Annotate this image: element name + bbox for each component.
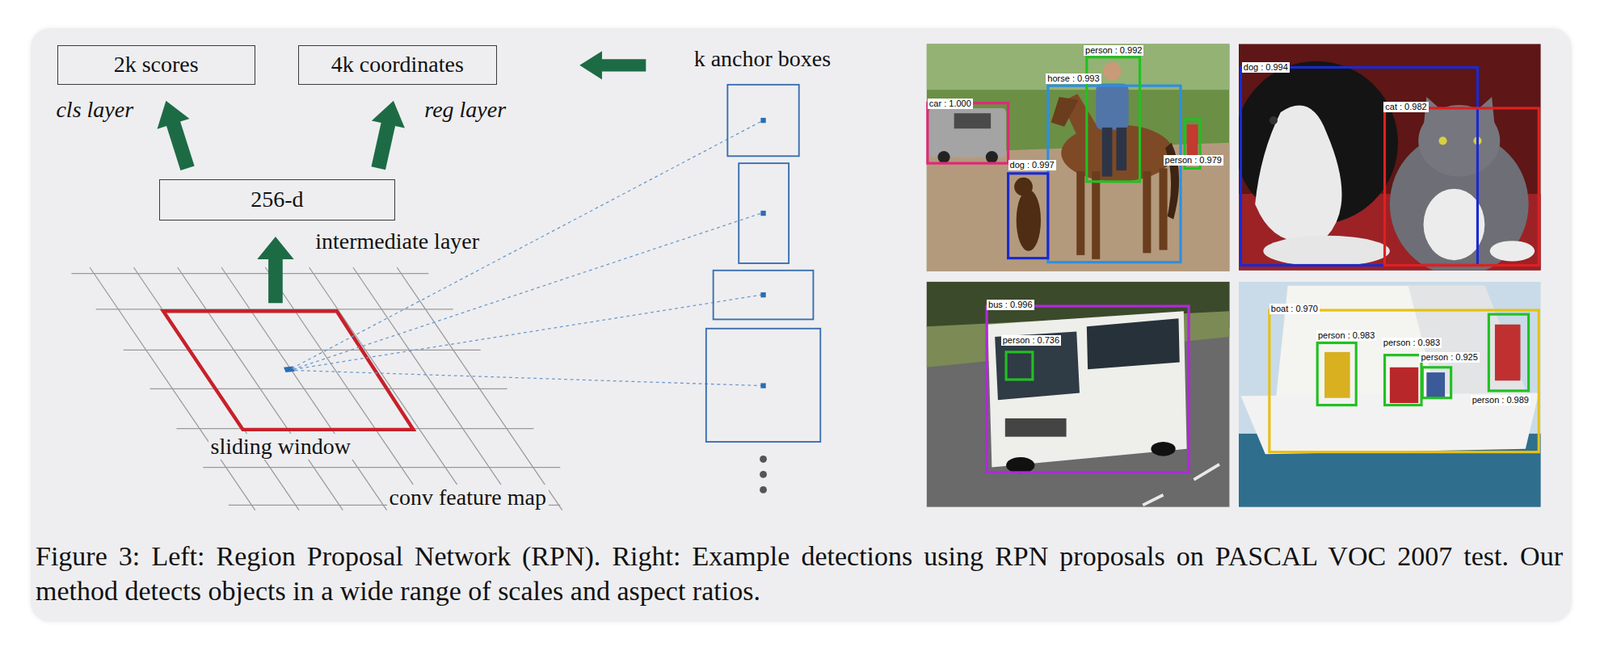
detection-box <box>1048 85 1181 263</box>
bus-window <box>1086 318 1180 370</box>
detection-label: dog : 0.994 <box>1242 62 1290 73</box>
horse <box>1076 171 1085 256</box>
detection-label: person : 0.925 <box>1418 352 1479 363</box>
anchor-center <box>760 117 766 123</box>
dog <box>1263 235 1390 267</box>
layer-box: 2k scores <box>57 45 256 85</box>
detection-box <box>1422 367 1451 399</box>
photo-bg <box>926 43 1230 272</box>
person <box>1324 352 1351 399</box>
detection-label: horse : 0.993 <box>1045 73 1101 85</box>
car-wheel <box>985 151 998 164</box>
dog-eye <box>1269 116 1278 125</box>
car <box>928 108 1007 158</box>
dog <box>1016 189 1041 252</box>
rider <box>1115 127 1127 171</box>
person <box>1389 367 1419 404</box>
horse <box>1091 171 1100 260</box>
rider <box>1095 84 1129 131</box>
detection-box <box>1269 310 1539 453</box>
detection-label: car : 1.000 <box>927 98 973 110</box>
horse <box>1158 168 1167 250</box>
block-arrow <box>256 236 294 304</box>
layer-name: cls layer <box>55 96 134 123</box>
block-arrow <box>157 101 195 171</box>
detection-box <box>927 103 1009 165</box>
anchor-leader <box>291 121 762 386</box>
anchor-box <box>706 328 821 443</box>
detection-label: bus : 0.996 <box>986 299 1034 311</box>
road <box>926 282 1230 508</box>
detection-box <box>1488 314 1529 392</box>
bus-window <box>994 332 1080 401</box>
layer-name: intermediate layer <box>315 228 480 255</box>
car-wheel <box>937 151 950 164</box>
cat <box>1490 240 1536 262</box>
anchor-center <box>760 383 766 388</box>
detection-box <box>1385 108 1540 266</box>
layer-box: 256-d <box>159 179 396 221</box>
person <box>1426 372 1445 399</box>
dog <box>1014 177 1033 197</box>
photo <box>1238 43 1542 270</box>
block-arrow <box>371 101 405 170</box>
anchor-center <box>760 292 766 298</box>
layer-name: reg layer <box>424 96 506 123</box>
detections <box>927 57 1539 473</box>
box-text: 4k coordinates <box>331 51 464 78</box>
bus-grille <box>1005 418 1067 438</box>
box-text: 256-d <box>250 186 304 213</box>
ellipsis-dot <box>759 455 767 464</box>
window-label: sliding window <box>208 433 354 460</box>
detection-box <box>1008 173 1049 259</box>
horse <box>1142 171 1151 253</box>
detection-label: cat : 0.982 <box>1383 101 1428 113</box>
photo <box>926 43 1230 272</box>
detection-box <box>1006 352 1033 380</box>
detection-label: person : 0.983 <box>1316 330 1377 342</box>
photo <box>1238 282 1542 508</box>
detection-label: person : 0.736 <box>1001 335 1062 346</box>
anchor-label: k anchor boxes <box>694 46 832 72</box>
road-mark <box>1142 464 1220 506</box>
car-window <box>954 113 991 129</box>
detection-label: dog : 0.997 <box>1008 160 1057 171</box>
photo-sky <box>926 43 1230 90</box>
detection-box <box>1385 355 1422 406</box>
cat <box>1423 189 1486 261</box>
bus-wheel <box>1150 442 1175 457</box>
detection-label: person : 0.992 <box>1083 45 1144 56</box>
ellipsis-dot <box>759 486 767 494</box>
map-label: conv feature map <box>387 484 549 511</box>
ellipsis-dot <box>759 471 767 479</box>
person <box>1494 324 1521 381</box>
cat-eye <box>1438 136 1447 145</box>
detection-box <box>986 306 1189 473</box>
figure-caption: Figure 3: Left: Region Proposal Network … <box>35 538 1563 609</box>
sky <box>1238 282 1542 508</box>
box-text: 2k scores <box>113 51 199 78</box>
anchor-box <box>727 84 799 156</box>
sliding-window <box>163 311 413 430</box>
bus <box>987 311 1187 468</box>
photo <box>926 282 1230 508</box>
horse <box>1051 96 1079 127</box>
layer-box: 4k coordinates <box>298 45 497 85</box>
dog <box>1254 105 1342 243</box>
detection-label: person : 0.983 <box>1381 337 1442 349</box>
block-arrow <box>579 50 646 80</box>
anchor-box <box>713 270 814 320</box>
detection-box <box>1241 67 1478 266</box>
detection-label: boat : 0.970 <box>1269 303 1320 315</box>
bus-wheel <box>1006 457 1035 474</box>
rider <box>1102 127 1113 177</box>
anchor-box <box>738 163 789 264</box>
detection-label: person : 0.989 <box>1470 395 1531 406</box>
feature-grid <box>71 267 562 511</box>
rider <box>1103 62 1122 81</box>
detection-box <box>1317 342 1356 405</box>
detection-label: person : 0.979 <box>1163 155 1224 166</box>
anchor-center <box>760 210 766 216</box>
